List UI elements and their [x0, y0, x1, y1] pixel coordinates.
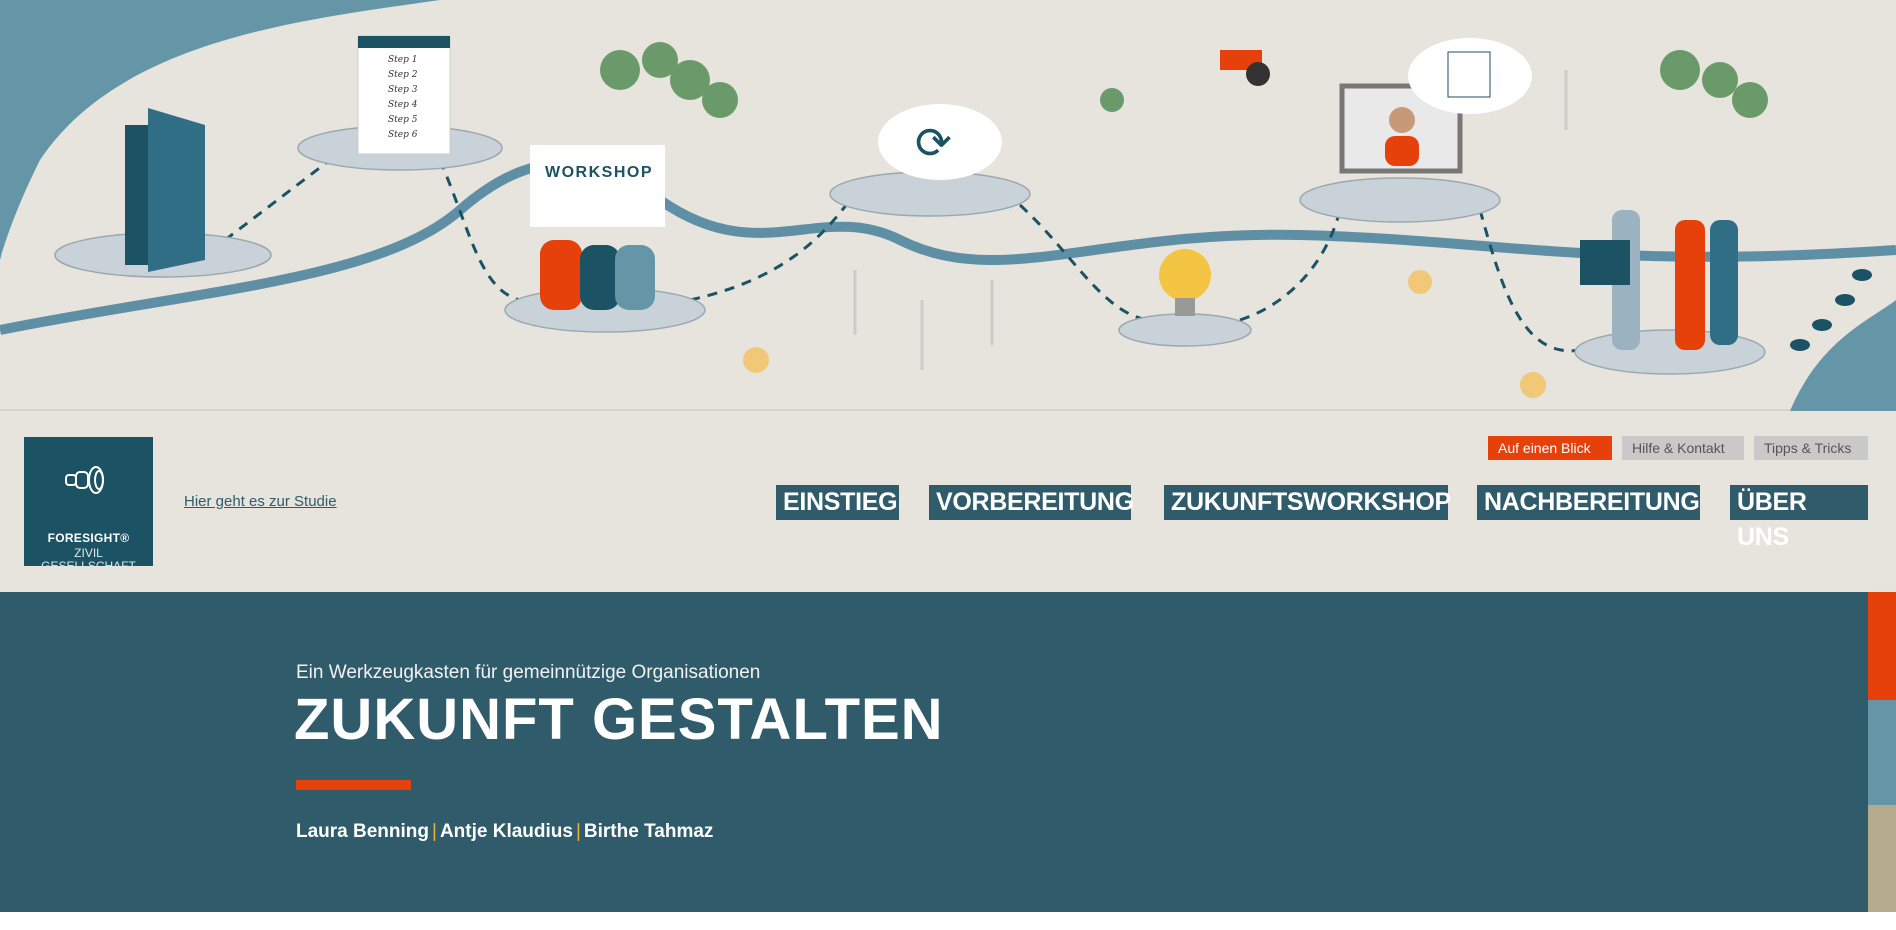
checklist-step: Step 6 [388, 130, 418, 140]
workshop-sign: WORKSHOP [545, 164, 653, 181]
accent-bar [296, 780, 411, 790]
lightbulb-icon [1159, 249, 1211, 316]
logo-text: ZIVIL [74, 546, 103, 560]
page-title: ZUKUNFT GESTALTEN [294, 687, 944, 752]
foresight-logo[interactable]: FORESIGHT® ZIVIL GESELLSCHAFT [24, 437, 153, 573]
people-icon [540, 240, 655, 310]
checklist-step: Step 3 [388, 85, 418, 95]
door-icon [125, 108, 205, 272]
checklist-step: Step 2 [388, 70, 418, 80]
nav-einstieg[interactable]: EINSTIEG [776, 485, 899, 520]
checklist-step: Step 1 [388, 55, 417, 65]
side-tab-tan[interactable] [1868, 805, 1896, 912]
water-shape [0, 0, 440, 260]
author: Birthe Tahmaz [583, 821, 714, 842]
checklist-icon [357, 35, 451, 155]
thought-bubble [878, 104, 1002, 180]
nav-nachbereitung[interactable]: NACHBEREITUNG [1477, 485, 1700, 520]
side-tab-orange[interactable] [1868, 592, 1896, 700]
windmills [853, 70, 1568, 370]
study-link[interactable]: Hier geht es zur Studie [184, 493, 337, 510]
nav-zukunftsworkshop[interactable]: ZUKUNFTSWORKSHOP [1164, 485, 1451, 520]
foresight-logo-mini [1447, 51, 1491, 98]
water-shape [1790, 300, 1896, 411]
site-header: FORESIGHT® ZIVIL GESELLSCHAFT Hier geht … [0, 411, 1896, 592]
tractor-icon [1220, 50, 1270, 86]
workshop-board [530, 145, 665, 227]
subtitle: Ein Werkzeugkasten für gemeinnützige Org… [296, 662, 761, 683]
top-link-tipps-tricks[interactable]: Tipps & Tricks [1754, 436, 1868, 460]
group-people-icon [1580, 210, 1738, 350]
hay-bales [743, 270, 1546, 398]
top-link-hilfe-kontakt[interactable]: Hilfe & Kontakt [1622, 436, 1744, 460]
checklist-step: Step 5 [388, 115, 418, 125]
hero-banner: Ein Werkzeugkasten für gemeinnützige Org… [0, 592, 1868, 912]
logo-text: FORESIGHT® [47, 531, 130, 545]
authors: Laura Benning|Antje Klaudius|Birthe Tahm… [296, 821, 714, 842]
logo-text: GESELLSCHAFT [41, 559, 136, 573]
author: Laura Benning [296, 821, 430, 842]
cycle-icon: ⟳ [915, 119, 952, 168]
footprints [1790, 269, 1872, 351]
author: Antje Klaudius [439, 821, 573, 842]
road-path [0, 158, 1896, 335]
side-tab-blue[interactable] [1868, 700, 1896, 805]
checklist-step: Step 4 [388, 100, 418, 110]
telescope-icon [65, 466, 104, 494]
hero-illustration: Step 1 Step 2 Step 3 Step 4 Step 5 Step … [0, 0, 1896, 411]
nav-ueber-uns[interactable]: ÜBER UNS [1730, 485, 1868, 551]
top-link-auf-einen-blick[interactable]: Auf einen Blick [1488, 436, 1612, 460]
nav-vorbereitung[interactable]: VORBEREITUNG [929, 485, 1134, 520]
trees-icon [600, 42, 1768, 118]
